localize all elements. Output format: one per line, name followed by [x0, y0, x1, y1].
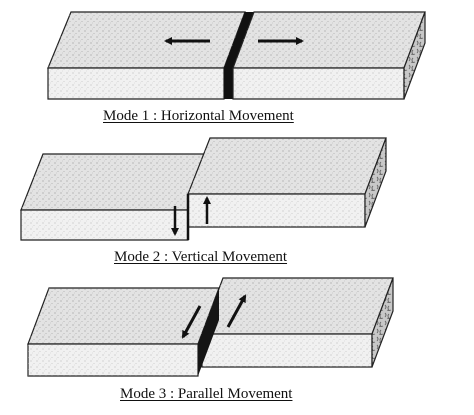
mode2-diagram — [20, 137, 387, 241]
mode3-arrow-diagonal-down-icon — [181, 305, 202, 339]
mode1-diagram — [47, 11, 426, 100]
mode3-left-block — [27, 287, 220, 377]
mode3-arrow-diagonal-up-icon — [226, 294, 247, 328]
mode3-right-block — [201, 277, 394, 368]
mode2-left-block — [20, 153, 211, 241]
mode3-caption: Mode 3 : Parallel Movement — [120, 386, 293, 402]
mode1-right-block — [232, 11, 426, 100]
mode2-right-block — [187, 137, 387, 228]
mode1-left-block — [47, 11, 246, 100]
mode3-diagram — [27, 277, 394, 377]
mode1-caption: Mode 1 : Horizontal Movement — [103, 108, 294, 124]
mode1-fault-gap — [224, 12, 254, 68]
mode2-caption: Mode 2 : Vertical Movement — [114, 249, 288, 265]
